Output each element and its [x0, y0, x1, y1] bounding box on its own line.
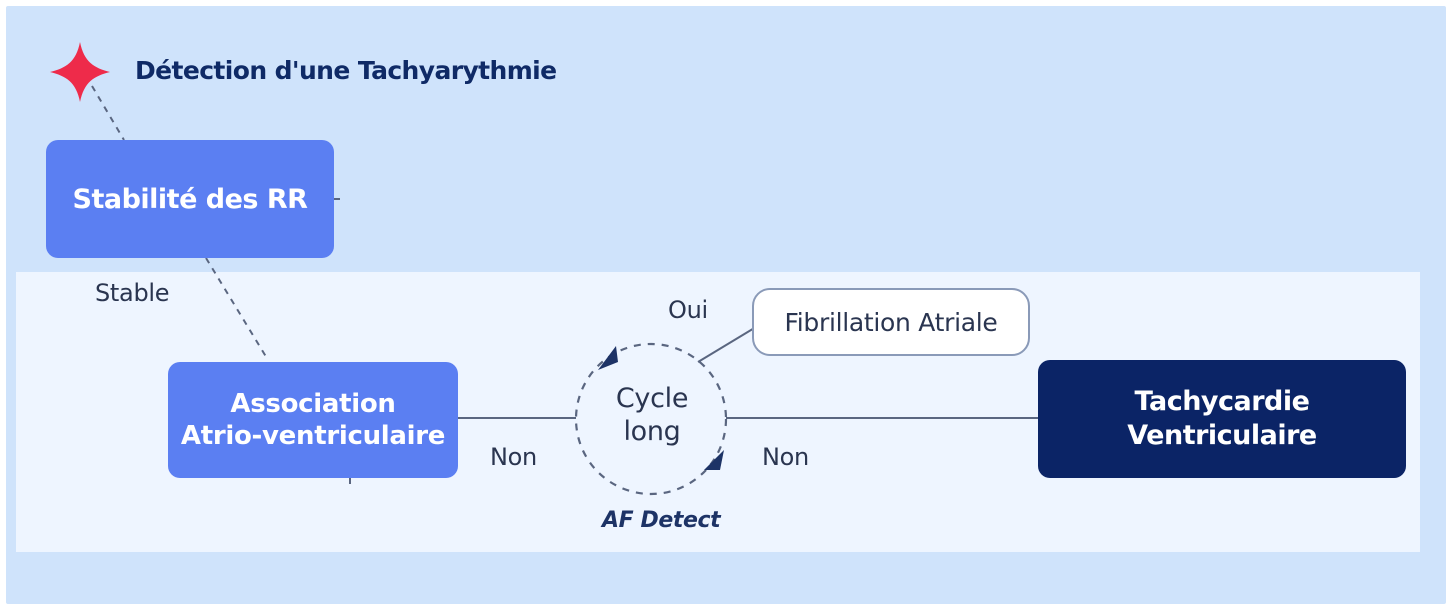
edge-label-non-right: Non — [762, 443, 809, 471]
cycle-arrow-bottom-right — [704, 450, 724, 470]
node-ventricular-tachycardia: Tachycardie Ventriculaire — [1038, 360, 1406, 478]
node-cycle-line2: long — [623, 416, 681, 447]
node-atrial-fibrillation: Fibrillation Atriale — [752, 288, 1030, 356]
edge-label-stable: Stable — [95, 279, 170, 307]
node-av-association: Association Atrio-ventriculaire — [168, 362, 458, 478]
dashed-connector-start — [91, 85, 125, 141]
node-av-association-line2: Atrio-ventriculaire — [180, 421, 446, 451]
node-atrial-fibrillation-label: Fibrillation Atriale — [784, 307, 998, 337]
node-vt-line2: Ventriculaire — [1127, 420, 1317, 451]
edge-label-oui: Oui — [668, 296, 708, 324]
node-vt-line1: Tachycardie — [1134, 386, 1310, 417]
cycle-loop-circle — [574, 342, 728, 496]
dashed-connector-stable — [205, 257, 269, 361]
four-point-star-icon — [50, 42, 110, 102]
node-rr-stability-label: Stabilité des RR — [72, 183, 308, 215]
diagram-title: Détection d'une Tachyarythmie — [135, 56, 557, 85]
cycle-arrow-top-left — [598, 346, 618, 370]
caption-af-detect: AF Detect — [602, 508, 721, 533]
edge-label-non-left: Non — [490, 443, 537, 471]
node-rr-stability: Stabilité des RR — [46, 140, 334, 258]
node-cycle-line1: Cycle — [615, 383, 689, 414]
connector-cycle-to-fa — [697, 326, 757, 363]
node-cycle-long: Cycle long — [578, 382, 726, 448]
node-av-association-line1: Association — [230, 389, 396, 419]
